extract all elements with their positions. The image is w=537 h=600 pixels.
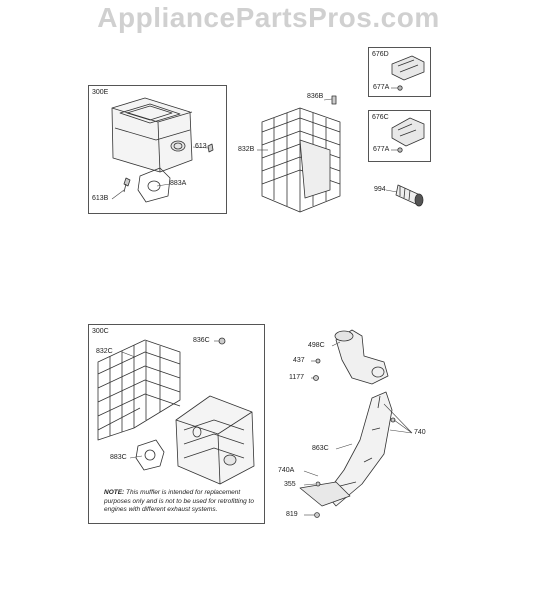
part-label-836b: 836B <box>307 93 324 100</box>
part-label-613: 613 <box>195 143 207 150</box>
bracket-863c-drawing <box>299 391 396 518</box>
part-label-740: 740 <box>414 429 426 436</box>
note-prefix: NOTE: <box>104 489 125 496</box>
exhaust-elbow-498c-drawing <box>313 329 389 385</box>
part-label-883c: 883C <box>110 454 127 461</box>
deflector-676c-drawing <box>391 117 425 153</box>
part-label-819: 819 <box>286 511 298 518</box>
part-label-994: 994 <box>374 186 386 193</box>
deflector-676d-drawing <box>391 55 425 91</box>
part-label-863c: 863C <box>312 445 329 452</box>
part-label-677a-bottom: 677A <box>373 146 390 153</box>
group-label-676c: 676C <box>372 114 389 121</box>
heat-shield-832c-drawing <box>97 337 226 441</box>
part-label-883a: 883A <box>170 180 187 187</box>
group-label-300e: 300E <box>92 89 109 96</box>
part-label-437: 437 <box>293 357 305 364</box>
muffler-300e-drawing <box>111 97 214 203</box>
part-label-677a-top: 677A <box>373 84 390 91</box>
part-label-1177: 1177 <box>289 374 305 381</box>
part-label-613b: 613B <box>92 195 109 202</box>
muffler-300c-drawing <box>135 395 255 485</box>
heat-shield-832b-drawing <box>261 95 341 213</box>
group-label-300c: 300C <box>92 328 109 335</box>
part-label-740a: 740A <box>278 467 295 474</box>
part-label-832b: 832B <box>238 146 255 153</box>
part-label-832c: 832C <box>96 348 113 355</box>
group-label-676d: 676D <box>372 51 389 58</box>
spark-arrester-994-drawing <box>395 184 424 207</box>
watermark: AppliancePartsPros.com <box>97 2 440 33</box>
replacement-note: NOTE: This muffler is intended for repla… <box>104 489 264 515</box>
part-label-355: 355 <box>284 481 296 488</box>
part-label-498c: 498C <box>308 342 325 349</box>
part-label-836c: 836C <box>193 337 210 344</box>
note-text: This muffler is intended for replacement… <box>104 489 254 513</box>
